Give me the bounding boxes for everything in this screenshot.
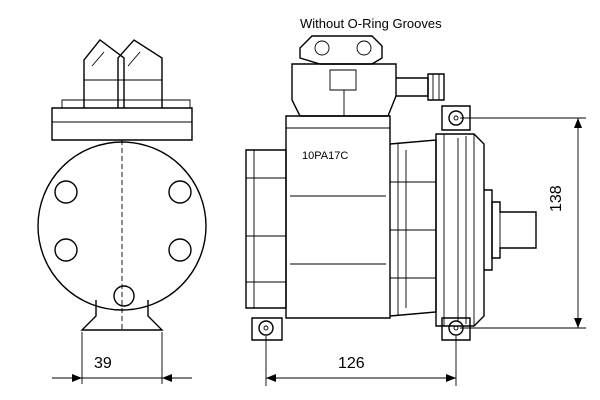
dimension-126 (265, 336, 457, 386)
side-view-head (285, 115, 391, 319)
side-view-top-lug (441, 105, 471, 131)
end-view-mounting-ear (80, 300, 164, 331)
side-view-front-plate (484, 189, 493, 271)
end-view-bolt-hole (54, 180, 78, 204)
dimension-label-138: 138 (548, 185, 565, 212)
end-view (37, 39, 207, 331)
end-view-fitting (83, 39, 125, 108)
dimension-label-126: 126 (338, 355, 365, 372)
side-view-service-nut (427, 73, 445, 101)
end-view-fitting (117, 39, 163, 108)
manifold-port (356, 40, 372, 56)
end-view-fitting-detail (61, 99, 191, 108)
side-view-rear-body (245, 149, 287, 309)
manifold-port (314, 40, 330, 56)
side-view-service-port (396, 77, 429, 97)
end-view-bolt-hole (168, 180, 192, 204)
end-view-head (51, 107, 193, 141)
end-view-fitting-detail (84, 51, 162, 81)
side-view-clutch (435, 133, 485, 327)
drawing-title: Without O-Ring Grooves (300, 16, 442, 31)
side-view-valve-detail (329, 69, 357, 116)
dimension-label-39: 39 (94, 355, 112, 372)
dimension-39 (52, 332, 192, 384)
end-view-bolt-hole (168, 238, 192, 262)
end-view-bolt-hole (54, 238, 78, 262)
side-view-main-body (389, 139, 437, 317)
model-label: 10PA17C (302, 150, 349, 162)
side-view-mount-lug (251, 317, 283, 341)
side-view-manifold (299, 35, 383, 65)
side-view-mount-lug (441, 317, 471, 341)
side-view-shaft (491, 201, 537, 259)
side-view (245, 35, 537, 341)
side-view-mount-hole (258, 320, 274, 336)
end-view-mount-hole (113, 285, 135, 307)
dimension-138 (460, 117, 586, 329)
